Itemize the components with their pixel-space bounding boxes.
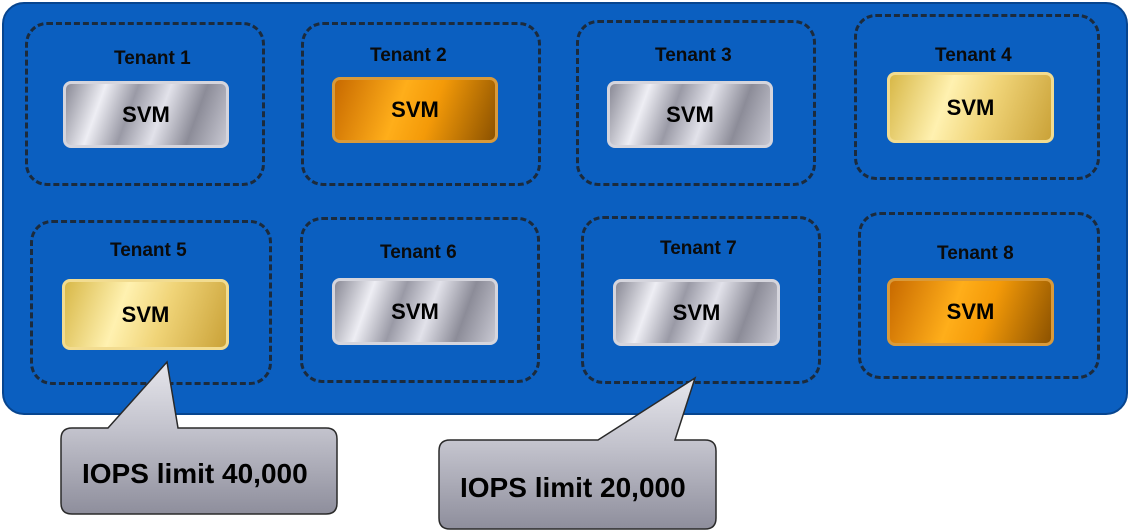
tenant-8-group bbox=[858, 212, 1100, 379]
tenant-3-group bbox=[576, 20, 816, 186]
tenant-6-svm: SVM bbox=[332, 278, 498, 345]
tenant-1-svm: SVM bbox=[63, 81, 229, 148]
tenant-7-label: Tenant 7 bbox=[660, 238, 737, 259]
tenant-1-group bbox=[25, 22, 265, 186]
tenant-2-label: Tenant 2 bbox=[370, 45, 447, 66]
tenant-7-svm: SVM bbox=[613, 279, 780, 346]
callout-iops-40000-bubble bbox=[60, 360, 338, 515]
tenant-7-group bbox=[581, 216, 821, 384]
callout-iops-20000-bubble bbox=[438, 376, 717, 530]
tenant-4-svm: SVM bbox=[887, 72, 1054, 143]
tenant-6-label: Tenant 6 bbox=[380, 242, 457, 263]
tenant-2-svm: SVM bbox=[332, 77, 498, 143]
tenant-5-svm: SVM bbox=[62, 279, 229, 350]
tenant-3-label: Tenant 3 bbox=[655, 45, 732, 66]
tenant-8-label: Tenant 8 bbox=[937, 243, 1014, 264]
callout-iops-20000-text: IOPS limit 20,000 bbox=[460, 472, 686, 503]
tenant-5-label: Tenant 5 bbox=[110, 240, 187, 261]
tenant-1-label: Tenant 1 bbox=[114, 48, 191, 69]
tenant-4-group bbox=[854, 14, 1100, 180]
tenant-2-group bbox=[301, 22, 541, 186]
tenant-8-svm: SVM bbox=[887, 278, 1054, 346]
tenant-3-svm: SVM bbox=[607, 81, 773, 148]
tenant-4-label: Tenant 4 bbox=[935, 45, 1012, 66]
tenant-6-group bbox=[300, 217, 540, 383]
callout-iops-40000-text: IOPS limit 40,000 bbox=[82, 458, 308, 489]
